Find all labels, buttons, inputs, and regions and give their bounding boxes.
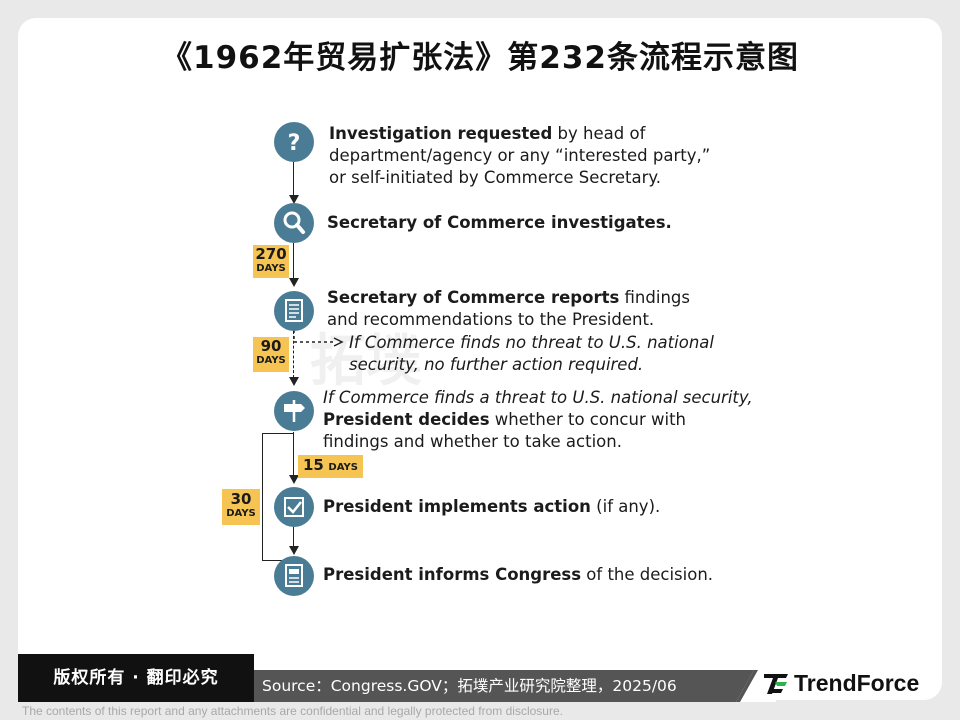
connector-2-3 [293,243,294,279]
checkbox-icon [284,497,304,517]
step-3-rest: findings [619,288,690,307]
branch-dashed-arrow [293,330,344,347]
step-6-node [274,556,314,596]
deadline-15-number: 15 [303,456,324,474]
connector-1-2 [293,162,294,197]
deadline-90-unit: DAYS [256,355,286,366]
arrowhead-4-5 [289,475,299,484]
step-4-text: If Commerce finds a threat to U.S. natio… [323,387,753,453]
step-4-line3: findings and whether to take action. [323,432,622,451]
step-2-bold: Secretary of Commerce investigates. [327,213,672,232]
deadline-270-number: 270 [255,245,287,263]
trendforce-logo: TrendForce [762,668,942,698]
step-3-line2: and recommendations to the President. [327,310,655,329]
copyright-label: 版权所有 · 翻印必究 [18,654,254,702]
step-5-node [274,487,314,527]
arrowhead-5-6 [289,546,299,555]
step-1-rest: by head of [552,124,646,143]
step-1-bold: Investigation requested [329,124,553,143]
step-5-bold: President implements action [323,497,591,516]
confidentiality-disclaimer: The contents of this report and any atta… [22,704,563,718]
svg-text:?: ? [288,131,301,156]
deadline-30-days: 30 DAYS [222,489,260,525]
step-2-text: Secretary of Commerce investigates. [327,212,672,234]
page-title: 《1962年贸易扩张法》第232条流程示意图 [161,40,799,76]
step-5-text: President implements action (if any). [323,496,660,518]
step-3-text: Secretary of Commerce reports findings a… [327,287,690,331]
arrowhead-2-3 [289,278,299,287]
source-line: Source：Congress.GOV；拓墣产业研究院整理，2025/06 [254,670,754,702]
step-1-line3: or self-initiated by Commerce Secretary. [329,168,662,187]
arrowhead-1-2 [289,195,299,204]
arrowhead-3-4 [289,377,299,386]
trendforce-mark-icon [764,674,788,694]
deadline-15-unit: DAYS [328,462,358,473]
step-4-rest: whether to concur with [489,410,686,429]
deadline-270-days: 270 DAYS [253,245,289,278]
deadline-15-days: 15 DAYS [298,455,363,478]
question-icon: ? [288,131,301,156]
footer-slash-decoration [736,654,776,702]
step-6-rest: of the decision. [581,565,714,584]
connector-5-6 [293,527,294,547]
step-3-node [274,291,314,331]
deadline-30-unit: DAYS [226,508,256,519]
step-4-condition: If Commerce finds a threat to U.S. natio… [323,388,753,407]
footer-bar: 版权所有 · 翻印必究 Source：Congress.GOV；拓墣产业研究院整… [0,654,960,702]
deadline-30-number: 30 [230,490,252,508]
step-4-bold: President decides [323,410,490,429]
step-6-bold: President informs Congress [323,565,582,584]
document-icon [285,299,303,322]
step-1-node: ? [274,122,314,162]
step-3-bold: Secretary of Commerce reports [327,288,620,307]
step-4-node [274,391,314,431]
step-1-line2: department/agency or any “interested par… [329,146,711,165]
thirty-day-bracket [262,433,293,561]
brand-name: TrendForce [794,670,920,696]
branch-line2: security, no further action required. [349,355,644,374]
connector-3-4-dashed [293,331,294,378]
deadline-270-unit: DAYS [256,263,286,274]
branch-text: If Commerce finds no threat to U.S. nati… [349,332,714,376]
step-1-text: Investigation requested by head of depar… [329,123,710,189]
deadline-90-number: 90 [260,337,282,355]
signpost-icon [284,400,305,422]
connector-4-5 [293,432,294,476]
watermark-text: 拓墣 [310,329,422,394]
branch-line1: If Commerce finds no threat to U.S. nati… [349,333,714,352]
step-6-text: President informs Congress of the decisi… [323,564,713,586]
magnifier-icon [283,211,305,234]
deadline-90-days: 90 DAYS [253,337,289,372]
report-icon [285,564,303,587]
step-5-rest: (if any). [590,497,661,516]
step-2-node [274,203,314,243]
